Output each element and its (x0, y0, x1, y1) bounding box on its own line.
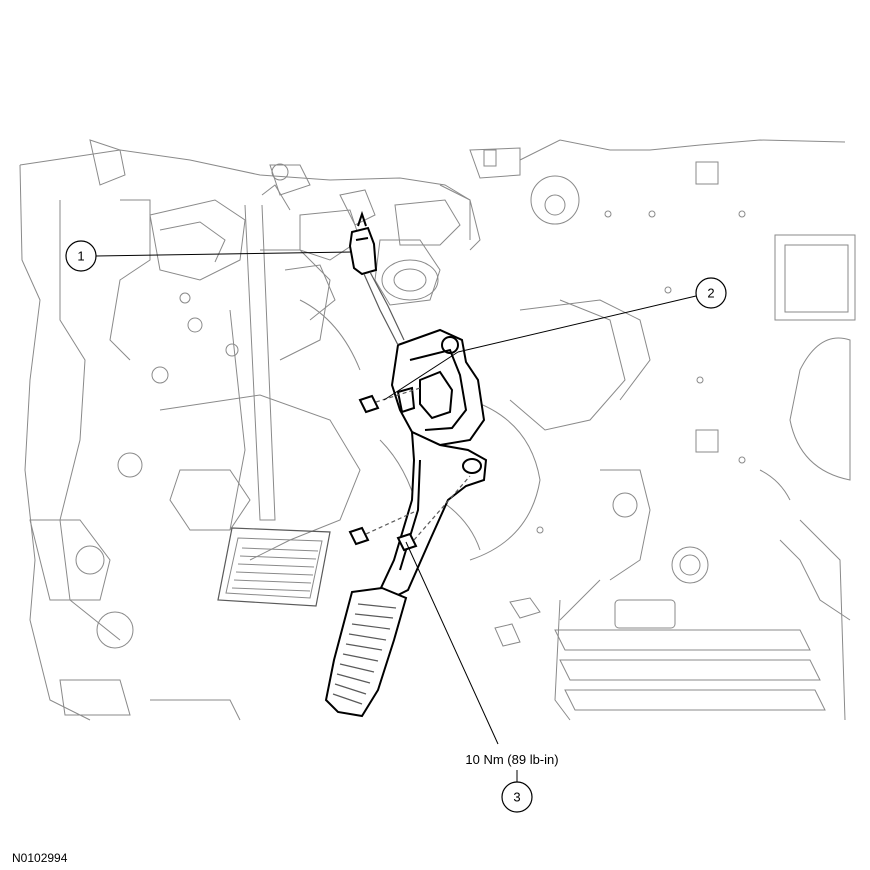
torque-spec-label: 10 Nm (89 lb-in) (465, 752, 558, 767)
callout-number-3: 3 (513, 790, 520, 805)
bolt-upper (358, 387, 421, 414)
leader-line-3 (405, 541, 499, 745)
callout-3: 10 Nm (89 lb-in) 3 (405, 541, 559, 813)
leader-line-2 (457, 295, 697, 353)
pedal-bolts (348, 387, 471, 552)
callout-circle-3 (501, 781, 533, 813)
background-vehicle-structure (19, 139, 856, 721)
accelerator-pedal-assembly (324, 328, 488, 718)
electrical-connector (348, 210, 405, 346)
callout-number-2: 2 (707, 286, 714, 301)
callout-circle-2 (695, 277, 727, 309)
bolt-lower-left (348, 511, 415, 546)
callout-circle-1 (65, 240, 97, 272)
leader-line-1 (95, 251, 353, 257)
callout-1: 1 (65, 240, 353, 272)
bolt-lower-right (396, 475, 471, 552)
leader-line-2b (383, 351, 459, 401)
callout-2: 2 (383, 277, 727, 401)
figure-id: N0102994 (12, 851, 68, 865)
callout-number-1: 1 (77, 249, 84, 264)
